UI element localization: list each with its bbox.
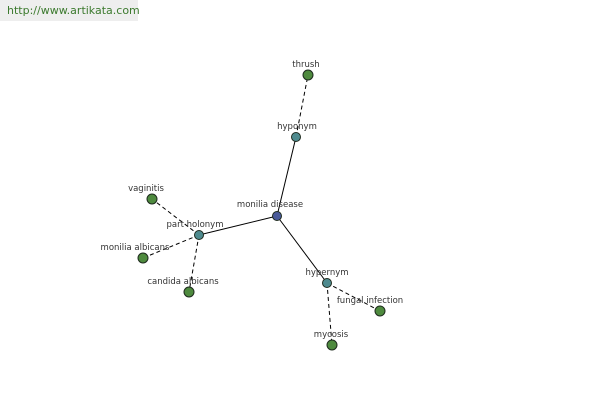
node-fungal-infection-circle[interactable] (374, 305, 386, 317)
node-part-holonym-label: part holonym (167, 220, 224, 230)
node-vaginitis-circle[interactable] (146, 193, 158, 205)
node-mycosis-circle[interactable] (326, 339, 338, 351)
edge-hypernym-to-fungal-infection (326, 282, 381, 312)
edge-monilia-disease-to-part-holonym (198, 215, 278, 236)
node-hyponym[interactable]: hyponym (277, 122, 317, 142)
node-monilia-albicans-label: monilia albicans (101, 243, 170, 253)
node-part-holonym-circle[interactable] (194, 230, 204, 240)
edge-monilia-disease-to-hypernym (276, 215, 328, 284)
node-vaginitis-label: vaginitis (128, 184, 164, 194)
node-candida-albicans-circle[interactable] (183, 286, 195, 298)
node-monilia-disease-circle[interactable] (272, 211, 282, 221)
node-hyponym-circle[interactable] (291, 132, 301, 142)
node-monilia-albicans-circle[interactable] (137, 252, 149, 264)
edge-monilia-disease-to-hyponym (276, 136, 297, 217)
edge-hyponym-to-thrush (295, 74, 309, 138)
node-fungal-infection-label: fungal infection (337, 296, 403, 306)
edge-part-holonym-to-vaginitis (151, 198, 200, 236)
edge-part-holonym-to-candida-albicans (188, 234, 200, 293)
edge-part-holonym-to-monilia-albicans (142, 234, 200, 259)
source-url-link[interactable]: http://www.artikata.com (7, 4, 140, 17)
node-hypernym-circle[interactable] (322, 278, 332, 288)
node-monilia-disease-label: monilia disease (237, 200, 303, 210)
source-bar: http://www.artikata.com (0, 0, 140, 21)
node-mycosis[interactable]: mycosis (314, 330, 349, 351)
node-candida-albicans[interactable]: candida albicans (147, 277, 219, 298)
node-mycosis-label: mycosis (314, 330, 349, 340)
node-thrush-label: thrush (292, 60, 319, 70)
node-fungal-infection[interactable]: fungal infection (337, 296, 403, 317)
node-thrush-circle[interactable] (302, 69, 314, 81)
node-hyponym-label: hyponym (277, 122, 317, 132)
node-vaginitis[interactable]: vaginitis (128, 184, 165, 205)
node-part-holonym[interactable]: part holonym (167, 220, 224, 240)
nodes-layer: monilia disease hyponym hypernym part holon… (101, 60, 403, 351)
node-candida-albicans-label: candida albicans (147, 277, 219, 287)
edge-hypernym-to-mycosis (326, 282, 333, 346)
node-monilia-albicans[interactable]: monilia albicans (101, 243, 170, 264)
node-hypernym[interactable]: hypernym (305, 268, 349, 288)
edges-layer (142, 74, 381, 346)
node-hypernym-label: hypernym (305, 268, 348, 278)
node-thrush[interactable]: thrush (292, 60, 320, 81)
node-monilia-disease[interactable]: monilia disease (237, 200, 303, 221)
